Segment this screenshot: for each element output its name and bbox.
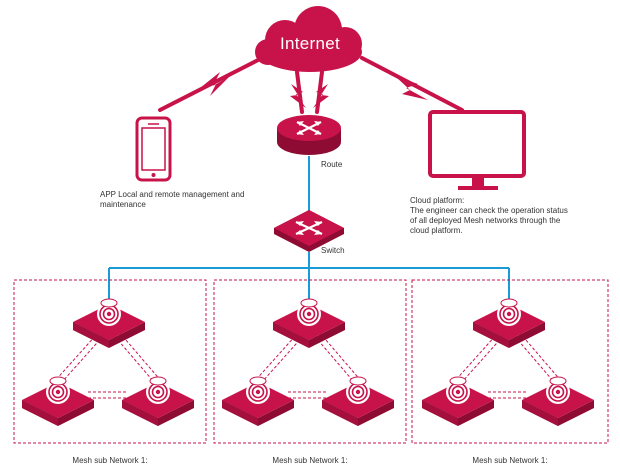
wireless-node-icon [521,376,595,427]
wireless-link-router [290,70,329,114]
monitor-icon [428,110,526,190]
smartphone-icon [135,116,172,182]
wireless-node-icon [421,376,495,427]
mesh-network-label-1: Mesh sub Network 1: [72,456,148,465]
cloud-platform-description: The engineer can check the operation sta… [410,206,568,235]
router-icon [277,115,341,155]
mesh-group-frame [411,279,609,444]
wireless-node-icon [472,298,546,349]
mesh-network-label-2: Mesh sub Network 1: [272,456,348,465]
switch-distribution-lines [108,252,510,302]
mesh-network-label-3: Mesh sub Network 1: [472,456,548,465]
mesh-group-frame [13,279,207,444]
wireless-link-monitor [360,56,464,112]
mesh-sub-network-2 [213,279,407,444]
router-label: Route [321,160,343,169]
wireless-node-icon [272,298,346,349]
mesh-group-frame [213,279,407,444]
cloud-label: Internet [279,34,341,53]
mesh-sub-network-1 [13,279,207,444]
wireless-node-icon [121,376,195,427]
wireless-node-icon [72,298,146,349]
wireless-node-icon [321,376,395,427]
switch-label: Switch [321,246,345,255]
cloud-platform-title: Cloud platform: [410,196,465,205]
switch-icon [274,210,344,252]
cloud-icon [255,6,362,72]
wireless-node-icon [221,376,295,427]
app-description: APP Local and remote management and main… [100,190,245,209]
wireless-node-icon [21,376,95,427]
wireless-link-app [158,56,264,112]
mesh-sub-network-3 [411,279,609,444]
